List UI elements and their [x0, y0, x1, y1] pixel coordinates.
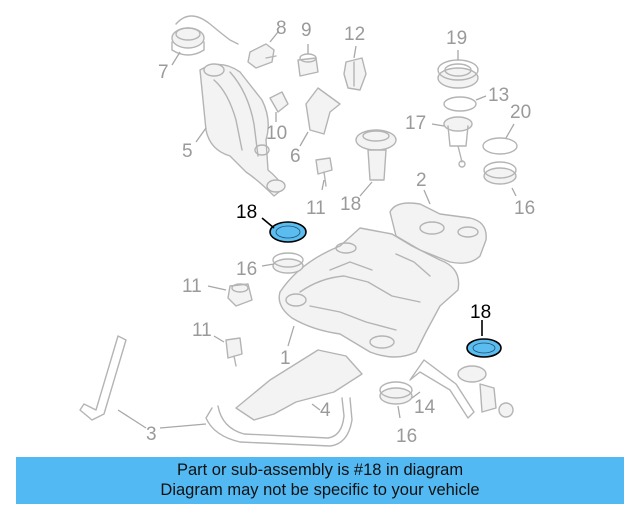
callout-2: 2: [416, 170, 427, 191]
callout-15: 13: [488, 85, 509, 106]
clip-10-part: [269, 91, 289, 113]
callout-5: 5: [182, 141, 193, 162]
valve-13-part: [227, 283, 253, 307]
callout-10: 10: [266, 123, 287, 144]
shield-4-part: [235, 349, 363, 421]
pipe-14-part: [409, 359, 514, 419]
valve-11-upper-part: [315, 157, 333, 187]
lock-ring-19-part: [437, 59, 479, 89]
callout-8: 8: [276, 18, 287, 39]
callout-9: 9: [301, 20, 312, 41]
ring-16-top-part: [483, 161, 517, 185]
callout-4: 4: [320, 400, 331, 421]
fuel-cap-part: [171, 15, 239, 56]
callout-21: 18: [340, 194, 361, 215]
callout-19: 19: [446, 28, 467, 49]
callout-11-upper: 11: [306, 198, 326, 219]
info-banner: Part or sub-assembly is #18 in diagram D…: [16, 457, 624, 504]
callout-20: 20: [510, 102, 531, 123]
callout-12: 12: [344, 24, 365, 45]
strap-3-part: [79, 335, 353, 447]
callout-1: 1: [280, 348, 291, 369]
parts-diagram: 7 8 9 12 19 13 17 20: [79, 15, 535, 447]
banner-line-2: Diagram may not be specific to your vehi…: [160, 481, 480, 499]
bracket-6-part: [305, 87, 341, 135]
callout-16-top: 16: [514, 198, 535, 219]
pump-17-part: [443, 116, 473, 168]
gasket-18-upper-part: [269, 221, 307, 243]
plug-9-part: [297, 53, 319, 77]
callout-17: 17: [405, 113, 426, 134]
seal-20-part: [482, 137, 518, 155]
callout-14: 14: [414, 397, 436, 418]
callout-13: 11: [182, 276, 202, 297]
filler-neck-5-part: [199, 63, 286, 197]
callout-6: 6: [290, 146, 301, 167]
valve-8-part: [247, 43, 277, 69]
seal-15-part: [443, 96, 477, 112]
banner-line-1: Part or sub-assembly is #18 in diagram: [176, 461, 464, 479]
valve-11-lower-part: [225, 337, 243, 367]
sender-12-part: [343, 57, 367, 91]
gasket-18-lower-part: [466, 338, 502, 358]
callout-3: 3: [146, 424, 157, 445]
callout-16-mid: 16: [236, 259, 257, 280]
pump-21-part: [355, 129, 397, 181]
ring-16-bottom-part: [379, 381, 413, 405]
callout-16-bottom: 16: [396, 426, 417, 447]
callout-7: 7: [158, 62, 169, 83]
callout-18-upper: 18: [236, 202, 257, 223]
fuel-tank-1-part: [278, 227, 460, 358]
callout-11-lower: 11: [192, 320, 212, 341]
tank-shell-2-part: [389, 202, 487, 264]
callout-18-lower: 18: [470, 302, 491, 323]
ring-16-mid-part: [272, 252, 304, 274]
